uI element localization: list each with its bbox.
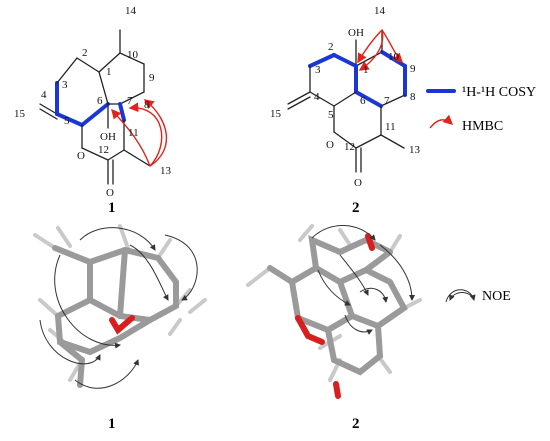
atom-label: 7 [127, 95, 133, 107]
compound-label: 1 [108, 200, 116, 216]
atom-label: 2 [82, 47, 88, 59]
atom-label: 15 [270, 108, 282, 120]
atom-label: 15 [14, 108, 26, 120]
atom-label: 9 [410, 63, 416, 75]
atom-label: 5 [328, 109, 334, 121]
compound-label: 2 [352, 200, 360, 216]
hmbc-legend-label: HMBC [462, 119, 503, 134]
atom-label: 13 [160, 165, 172, 177]
atom-label: 6 [97, 95, 103, 107]
atom-label: 10 [388, 51, 400, 63]
atom-label: 2 [328, 41, 334, 53]
atom-label: 14 [125, 5, 137, 17]
model-2: 2 [246, 224, 422, 432]
atom-label: 4 [41, 89, 47, 101]
noe-legend: NOE [445, 289, 511, 304]
atom-label: 1 [106, 66, 112, 78]
atom-label: 11 [385, 121, 396, 133]
atom-label: 11 [128, 127, 139, 139]
atom-label: 14 [374, 5, 386, 17]
atom-label: O [326, 139, 334, 151]
noe-legend-label: NOE [482, 289, 511, 304]
atom-label: 3 [315, 64, 321, 76]
legend: ¹H-¹H COSY HMBC [426, 85, 536, 134]
atom-label: 12 [344, 141, 355, 153]
atom-label: 7 [384, 95, 390, 107]
atom-label: O [106, 187, 114, 199]
model-1: 1 [33, 224, 207, 432]
atom-label: 3 [62, 79, 68, 91]
cosy-legend-label: ¹H-¹H COSY [462, 85, 536, 100]
atom-label: 4 [314, 91, 320, 103]
structure-2: 14 OH 10 2 1 3 9 4 6 7 8 15 5 O 12 11 13… [270, 5, 421, 216]
atom-label: O [354, 177, 362, 189]
atom-label: 8 [144, 99, 150, 111]
atom-label: 13 [409, 144, 421, 156]
atom-label: O [77, 150, 85, 162]
atom-label: 1 [363, 64, 369, 76]
compound-label: 1 [108, 416, 116, 432]
atom-label: 6 [360, 95, 366, 107]
noe-legend-arrow [445, 289, 476, 303]
atom-label: 5 [64, 115, 70, 127]
atom-label: OH [100, 131, 116, 143]
hmbc-legend-arrow [429, 114, 454, 129]
atom-label: 9 [149, 72, 155, 84]
compound-label: 2 [352, 416, 360, 432]
atom-label: OH [348, 27, 364, 39]
atom-label: 8 [410, 91, 416, 103]
atom-label: 10 [127, 49, 139, 61]
atom-label: 12 [98, 144, 109, 156]
structure-1: 14 10 1 2 9 3 8 4 6 7 15 5 OH 11 O 12 13… [14, 5, 172, 216]
